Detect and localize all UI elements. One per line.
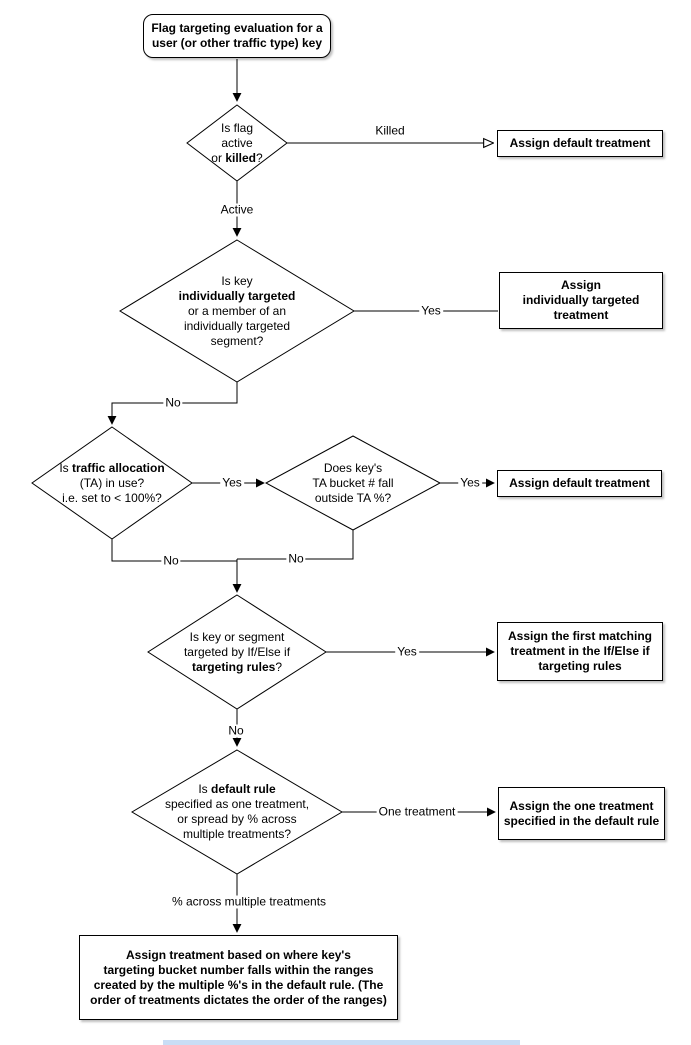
- edge-label-one-treatment: One treatment: [376, 804, 458, 819]
- edge-label-yes-ta: Yes: [220, 475, 244, 490]
- outcome-first-matching-treatment: Assign the first matching treatment in t…: [497, 622, 663, 681]
- decision-flag-active-shape: [186, 104, 288, 182]
- outcome-bucket-ranges: Assign treatment based on where key's ta…: [79, 935, 398, 1020]
- decision-individually-targeted-shape: [119, 239, 355, 383]
- edge-no-ta: [111, 539, 237, 562]
- edge-label-killed: Killed: [373, 123, 407, 138]
- edge-label-yes-outside: Yes: [458, 475, 482, 490]
- decision-traffic-allocation-shape: [31, 426, 193, 540]
- start-node-label: Flag targeting evaluation for a user (or…: [151, 21, 323, 50]
- edge-label-no-outside: No: [286, 551, 306, 566]
- edge-no-outside: [237, 530, 354, 560]
- edge-label-active: Active: [218, 202, 256, 217]
- edge-label-yes-rules: Yes: [395, 644, 419, 659]
- edge-label-no-ta: No: [161, 553, 181, 568]
- start-node: Flag targeting evaluation for a user (or…: [143, 14, 331, 58]
- edge-label-yes-individual: Yes: [419, 303, 443, 318]
- decision-ta-bucket-shape: [264, 435, 442, 531]
- outcome-default-treatment-ta: Assign default treatment: [497, 470, 662, 497]
- decision-targeting-rules-shape: [147, 594, 327, 710]
- footer-highlight-bar: [163, 1040, 520, 1045]
- edge-label-no-individual: No: [163, 395, 183, 410]
- edge-label-no-rules: No: [226, 723, 246, 738]
- outcome-one-treatment: Assign the one treatment specified in th…: [498, 787, 665, 840]
- edge-label-pct-multiple: % across multiple treatments: [169, 894, 329, 909]
- outcome-individually-targeted-treatment: Assign individually targeted treatment: [499, 272, 663, 329]
- outcome-default-treatment-killed: Assign default treatment: [497, 130, 663, 157]
- decision-default-rule-shape: [131, 749, 343, 875]
